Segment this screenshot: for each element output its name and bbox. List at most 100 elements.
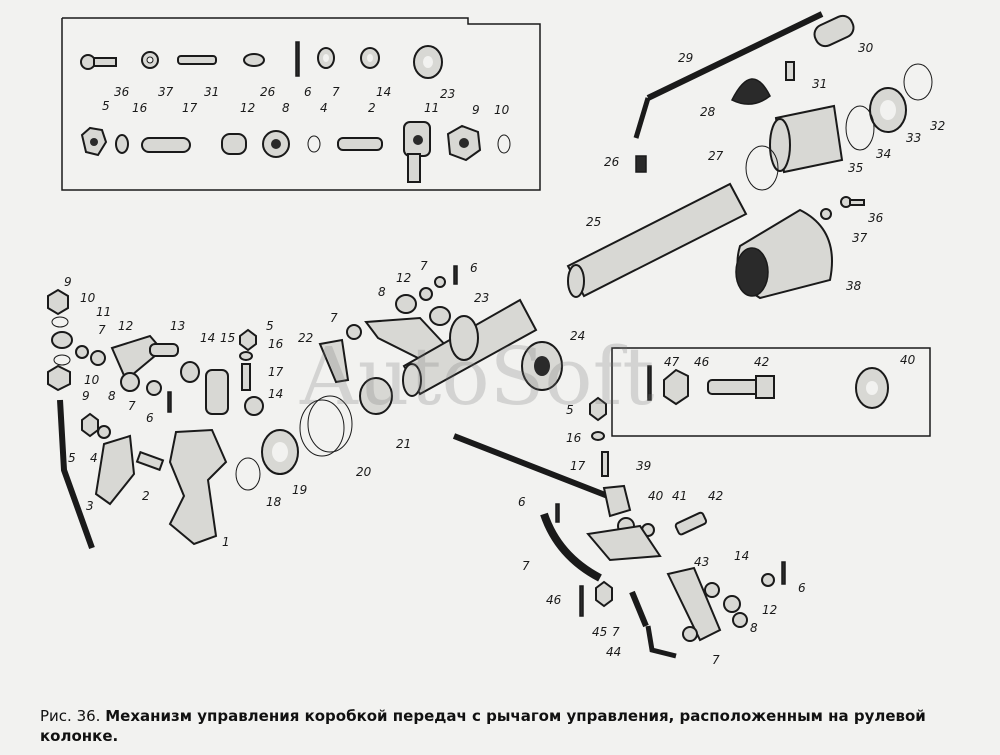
nut-5-icon	[589, 396, 607, 422]
lower-right-parts	[452, 433, 786, 659]
label: 7	[712, 653, 720, 667]
label: 17	[570, 459, 586, 473]
lever-11-icon	[403, 121, 431, 183]
label: 10	[80, 291, 96, 305]
washer-7-icon	[434, 276, 446, 288]
bushing-40-icon	[855, 367, 889, 409]
nut-5-icon	[81, 412, 99, 438]
figure-caption: Рис. 36. Механизм управления коробкой пе…	[40, 706, 990, 746]
washer-14-icon	[244, 396, 264, 416]
label: 46	[694, 355, 710, 369]
label: 9	[472, 103, 480, 117]
label: 4	[90, 451, 98, 465]
column-tube-25-icon	[566, 182, 748, 298]
nut-9-icon	[47, 288, 69, 316]
cotter-6-icon	[295, 41, 300, 77]
label: 6	[146, 411, 154, 425]
label: 6	[304, 85, 312, 99]
bracket-15-icon	[205, 369, 229, 415]
label: 3	[86, 499, 94, 513]
inset-frame-top	[61, 17, 541, 191]
label: 35	[848, 161, 863, 175]
label: 47	[664, 355, 680, 369]
figure-number: Рис. 36.	[40, 707, 101, 725]
ring-33-icon	[869, 87, 907, 133]
washer-7-icon	[317, 47, 335, 69]
label: 26	[604, 155, 620, 169]
label: 12	[118, 319, 133, 333]
washer-37-icon	[141, 51, 159, 69]
bolt-36-icon	[840, 196, 865, 208]
pin-47-icon	[647, 365, 652, 401]
nut-45-icon	[595, 580, 613, 608]
shift-rod-29-icon	[633, 11, 824, 139]
label: 21	[396, 437, 411, 451]
nut-46-icon	[663, 368, 689, 406]
label: 36	[868, 211, 884, 225]
shaft-icon	[402, 298, 538, 397]
label: 24	[570, 329, 585, 343]
label: 7	[522, 559, 530, 573]
knob-30-icon	[813, 14, 855, 48]
label: 42	[754, 355, 769, 369]
pin-2-icon	[337, 137, 383, 151]
label: 16	[566, 431, 582, 445]
bushing-23-icon	[429, 306, 451, 326]
label: 6	[470, 261, 478, 275]
fork-1-icon	[168, 428, 228, 546]
tube-7b-icon	[629, 590, 649, 628]
label: 10	[494, 103, 510, 117]
label: 15	[220, 331, 235, 345]
label: 9	[82, 389, 90, 403]
label: 20	[356, 465, 372, 479]
label: 9	[64, 275, 72, 289]
bushing-12-icon	[419, 287, 433, 301]
ring-27-icon	[745, 145, 779, 191]
label: 1	[222, 535, 230, 549]
label: 14	[200, 331, 215, 345]
inset-top-parts	[80, 41, 511, 183]
label: 46	[546, 593, 562, 607]
bushing-24-icon	[521, 341, 563, 391]
ring-19-icon	[261, 429, 299, 475]
label: 8	[108, 389, 116, 403]
bushing-8-icon	[732, 612, 748, 628]
link-44-icon	[645, 625, 677, 659]
pin-2-icon	[135, 450, 165, 472]
label: 27	[708, 149, 724, 163]
bushing-12-icon	[90, 350, 106, 366]
caption-text: Механизм управления коробкой передач с р…	[40, 707, 926, 745]
spring-26-icon	[635, 155, 647, 173]
label: 6	[518, 495, 526, 509]
lever-39-icon	[602, 484, 632, 518]
label: 11	[96, 305, 111, 319]
pin-17-icon	[241, 363, 251, 391]
long-rod-icon	[452, 433, 620, 503]
label: 7	[330, 311, 338, 325]
pin-31-icon	[177, 55, 217, 65]
ring-32-icon	[903, 63, 933, 101]
ring-4-icon	[307, 135, 321, 153]
label: 5	[68, 451, 76, 465]
lever-13-icon	[110, 334, 179, 382]
label: 43	[694, 555, 709, 569]
label: 22	[298, 331, 313, 345]
center-parts	[235, 265, 609, 491]
label: 44	[606, 645, 621, 659]
washer-16-icon	[115, 134, 129, 154]
ring-18-icon	[235, 457, 261, 491]
pin-17-icon	[601, 451, 609, 477]
label: 37	[158, 85, 174, 99]
label: 34	[876, 147, 891, 161]
cotter-6-icon	[167, 391, 172, 413]
pin-31-icon	[785, 61, 795, 81]
label: 7	[332, 85, 340, 99]
bushing-8-icon	[120, 372, 140, 392]
label: 14	[268, 387, 283, 401]
label: 14	[734, 549, 749, 563]
label: 32	[930, 119, 945, 133]
label: 42	[708, 489, 723, 503]
label: 8	[378, 285, 386, 299]
ring-10-icon	[497, 134, 511, 154]
washer-16-icon	[239, 351, 253, 361]
